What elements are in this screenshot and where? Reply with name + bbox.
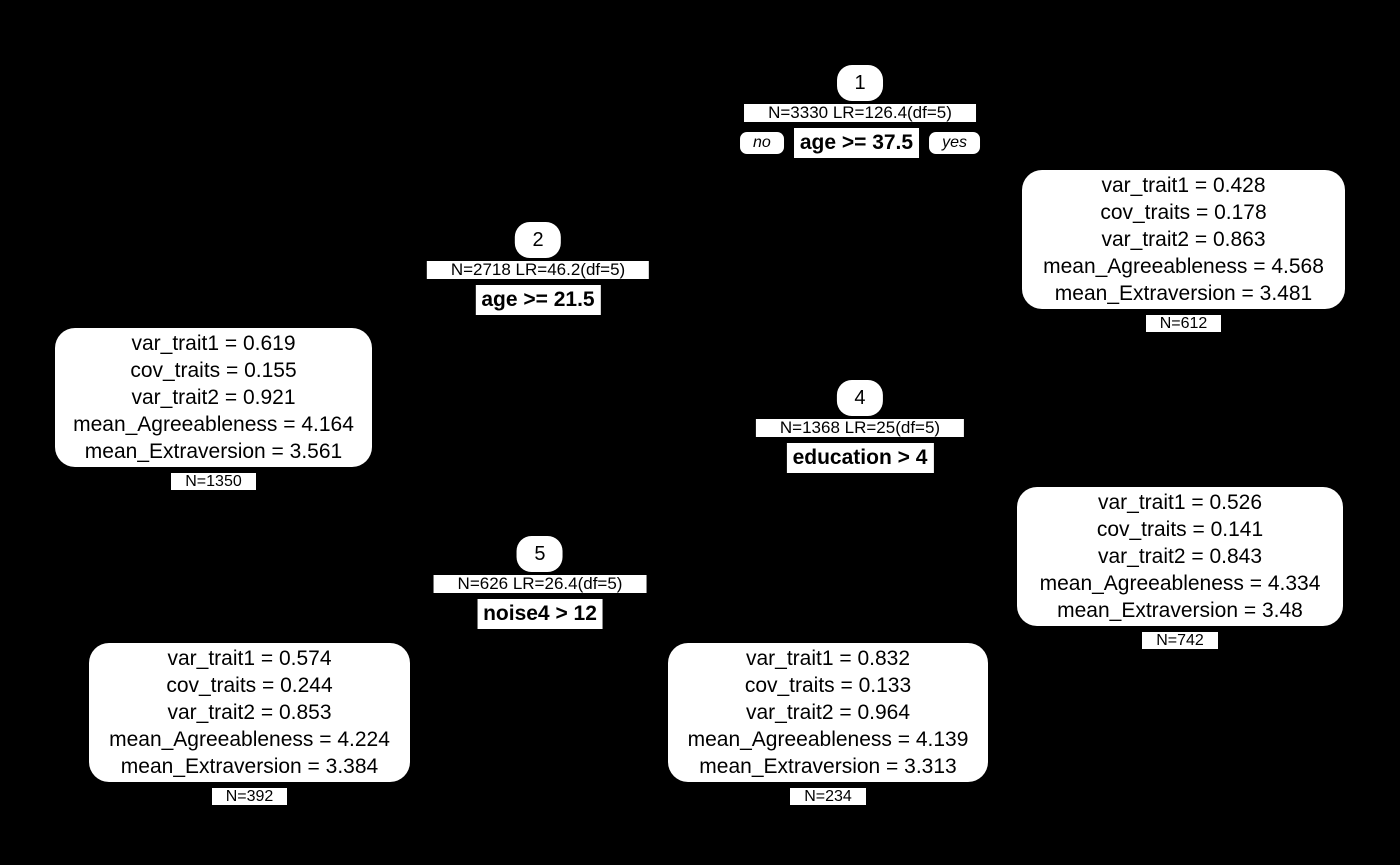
node-5-number-badge: 5 [516,536,563,572]
stat-line: mean_Agreeableness = 4.139 [687,728,969,751]
stat-line: mean_Agreeableness = 4.164 [73,413,354,436]
node-2-number-badge: 2 [515,222,561,258]
edge-label-no: no [740,132,784,154]
n-count-band: N=612 [1145,315,1222,332]
n-count-band: N=742 [1142,632,1218,649]
inner-node-1: 1 N=3330 LR=126.4(df=5) no age >= 37.5 y… [740,65,980,158]
stat-line: var_trait1 = 0.574 [167,647,332,670]
inner-node-5: 5 N=626 LR=26.4(df=5) noise4 > 12 [433,536,647,629]
node-4-split-row: education > 4 [786,443,934,473]
node-4-stats-band: N=1368 LR=25(df=5) [755,419,965,437]
node-2-stats-band: N=2718 LR=46.2(df=5) [426,261,650,279]
stat-line: var_trait2 = 0.964 [745,701,911,724]
inner-node-2: 2 N=2718 LR=46.2(df=5) age >= 21.5 [426,222,650,315]
inner-node-4: 4 N=1368 LR=25(df=5) education > 4 [755,380,965,473]
stat-line: mean_Agreeableness = 4.334 [1039,572,1321,595]
stat-line: var_trait2 = 0.853 [167,701,332,724]
n-count-band: N=234 [790,788,866,805]
node-5-split-condition: noise4 > 12 [477,599,603,629]
stat-line: mean_Extraversion = 3.384 [120,755,379,778]
node-5-split-row: noise4 > 12 [477,599,603,629]
terminal-box: var_trait1 = 0.574 cov_traits = 0.244 va… [89,643,410,782]
stat-line: mean_Extraversion = 3.481 [1054,282,1313,305]
terminal-box: var_trait1 = 0.526 cov_traits = 0.141 va… [1017,487,1343,626]
node-2-split-row: age >= 21.5 [475,285,601,315]
terminal-node-top-right: var_trait1 = 0.428 cov_traits = 0.178 va… [1022,170,1345,332]
stat-line: mean_Agreeableness = 4.224 [109,728,390,751]
terminal-node-bottom-left: var_trait1 = 0.574 cov_traits = 0.244 va… [89,643,410,805]
node-1-number-badge: 1 [837,65,883,101]
terminal-node-mid-right: var_trait1 = 0.526 cov_traits = 0.141 va… [1017,487,1343,649]
stat-line: mean_Extraversion = 3.561 [84,440,343,463]
stat-line: cov_traits = 0.133 [744,674,912,697]
stat-line: var_trait2 = 0.921 [131,386,296,409]
terminal-box: var_trait1 = 0.619 cov_traits = 0.155 va… [55,328,372,467]
node-1-stats-band: N=3330 LR=126.4(df=5) [744,104,976,122]
terminal-node-bottom-mid: var_trait1 = 0.832 cov_traits = 0.133 va… [668,643,988,805]
stat-line: var_trait1 = 0.428 [1101,174,1266,197]
terminal-box: var_trait1 = 0.832 cov_traits = 0.133 va… [668,643,988,782]
terminal-node-left: var_trait1 = 0.619 cov_traits = 0.155 va… [55,328,372,490]
stat-line: var_trait1 = 0.526 [1097,491,1263,514]
stat-line: cov_traits = 0.178 [1100,201,1267,224]
node-1-split-row: no age >= 37.5 yes [740,128,980,158]
stat-line: var_trait2 = 0.843 [1097,545,1263,568]
stat-line: cov_traits = 0.141 [1096,518,1264,541]
stat-line: cov_traits = 0.155 [130,359,297,382]
node-4-number-badge: 4 [836,380,883,416]
node-2-split-condition: age >= 21.5 [475,285,601,315]
terminal-box: var_trait1 = 0.428 cov_traits = 0.178 va… [1022,170,1345,309]
stat-line: mean_Extraversion = 3.313 [699,755,957,778]
node-1-split-condition: age >= 37.5 [793,128,920,158]
stat-line: var_trait1 = 0.832 [745,647,911,670]
stat-line: cov_traits = 0.244 [166,674,333,697]
n-count-band: N=1350 [171,473,256,490]
stat-line: mean_Extraversion = 3.48 [1057,599,1303,622]
stat-line: mean_Agreeableness = 4.568 [1043,255,1324,278]
stat-line: var_trait1 = 0.619 [131,332,296,355]
edge-label-yes: yes [929,132,980,154]
node-5-stats-band: N=626 LR=26.4(df=5) [433,575,647,593]
stat-line: var_trait2 = 0.863 [1101,228,1266,251]
node-4-split-condition: education > 4 [786,443,934,473]
n-count-band: N=392 [211,788,288,805]
